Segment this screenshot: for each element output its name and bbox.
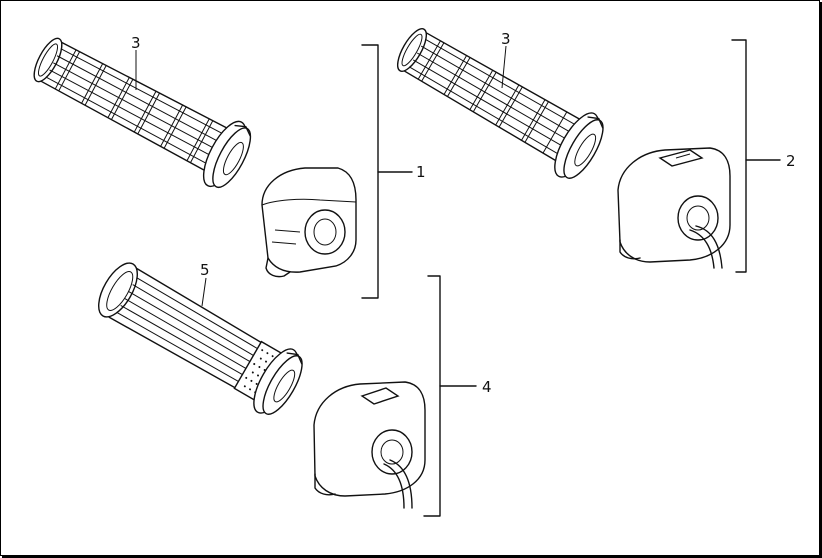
leader-grip-bottom <box>201 277 207 307</box>
grip-top-left <box>33 37 252 189</box>
housing-bottom <box>313 381 426 509</box>
bracket-right <box>731 39 781 273</box>
callout-bracket-left: 1 <box>416 163 426 181</box>
callout-bracket-bottom: 4 <box>482 378 492 396</box>
grip-top-right <box>396 28 604 179</box>
leader-grip-top-right <box>501 45 507 89</box>
callout-grip-bottom: 5 <box>200 261 210 279</box>
callout-grip-top-right: 3 <box>501 30 511 48</box>
frame-shadow-right <box>820 2 822 558</box>
callout-bracket-right: 2 <box>786 152 796 170</box>
grip-bottom <box>98 262 303 415</box>
housing-top-right <box>617 147 731 269</box>
bracket-bottom <box>423 275 477 517</box>
frame-shadow-bottom <box>2 556 822 558</box>
housing-top-left <box>261 167 357 278</box>
callout-grip-top-left: 3 <box>131 34 141 52</box>
bracket-left <box>361 44 413 299</box>
